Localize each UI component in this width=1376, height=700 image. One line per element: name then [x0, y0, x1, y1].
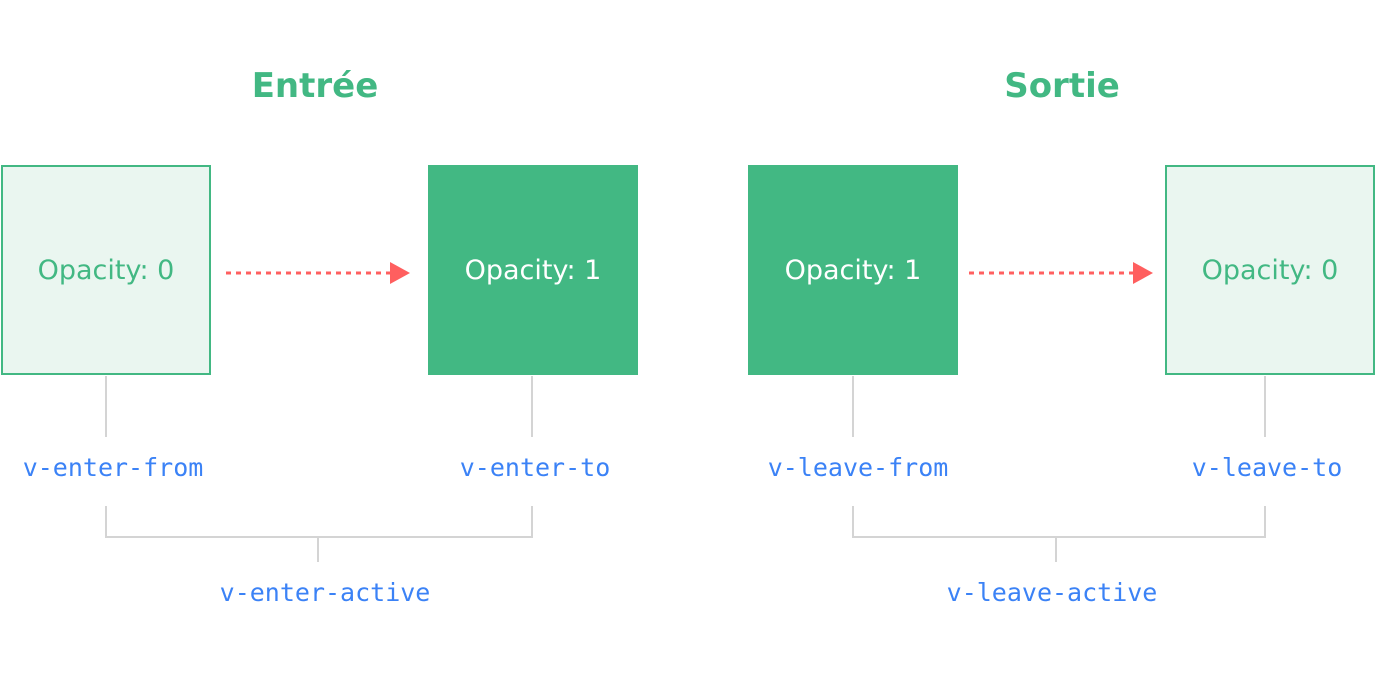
leave-to-box-label: Opacity: 0	[1201, 254, 1339, 286]
leave-to-box: Opacity: 0	[1165, 165, 1375, 375]
enter-active-class: v-enter-active	[219, 578, 431, 607]
leave-from-class: v-leave-from	[767, 453, 949, 482]
enter-from-class: v-enter-from	[22, 453, 204, 482]
leave-active-class: v-leave-active	[946, 578, 1158, 607]
enter-to-box-label: Opacity: 1	[464, 254, 602, 286]
leave-from-box-label: Opacity: 1	[784, 254, 922, 286]
enter-from-box: Opacity: 0	[1, 165, 211, 375]
enter-active-bracket	[105, 506, 533, 538]
leave-to-class: v-leave-to	[1191, 453, 1343, 482]
enter-arrow-head	[390, 262, 410, 284]
enter-to-box: Opacity: 1	[428, 165, 638, 375]
leave-from-box: Opacity: 1	[748, 165, 958, 375]
leave-arrow-head	[1133, 262, 1153, 284]
enter-to-class: v-enter-to	[459, 453, 611, 482]
leave-title: Sortie	[1004, 66, 1120, 106]
leave-active-bracket	[852, 506, 1266, 538]
enter-from-box-label: Opacity: 0	[37, 254, 175, 286]
enter-title: Entrée	[251, 66, 379, 106]
